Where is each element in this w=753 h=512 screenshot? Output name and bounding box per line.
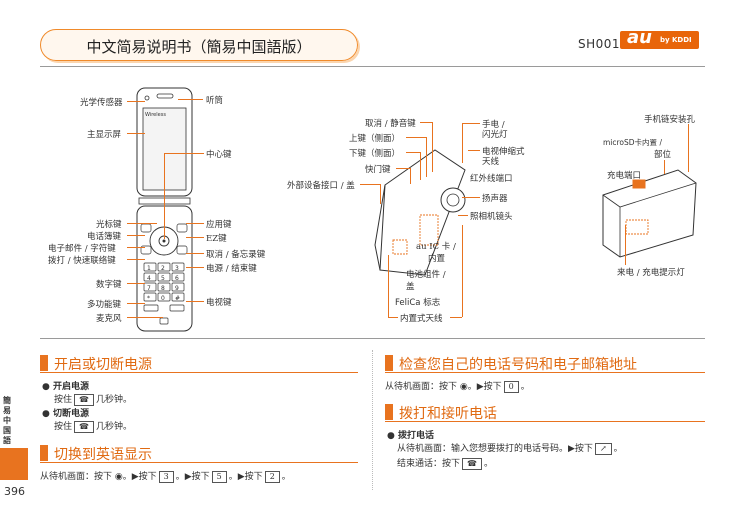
svg-text:5: 5 [161, 275, 165, 282]
section-title-english: 切换到英语显示 [54, 447, 152, 463]
label-shortcut-key: 快门键 [365, 165, 391, 175]
svg-text:3: 3 [175, 265, 179, 272]
column-divider [372, 350, 373, 490]
label-center-key: 中心键 [206, 150, 232, 160]
power-on-text: 按住☎几秒钟。 [54, 394, 132, 406]
label-tv-antenna-2: 天线 [482, 157, 500, 167]
label-ez-key: EZ键 [206, 234, 227, 244]
label-flashlight: 手电 / [482, 120, 505, 130]
label-charge-port: 充电端口 [607, 171, 642, 181]
page-number: 396 [4, 485, 25, 498]
svg-text:0: 0 [161, 295, 165, 302]
model-name: SH001 [578, 37, 621, 51]
label-up-key-side: 上键（侧面） [349, 134, 401, 144]
section-title-power: 开启或切断电源 [54, 357, 152, 373]
section-title-check: 检查您自己的电话号码和电子邮箱地址 [399, 357, 637, 373]
phone-back-illustration [602, 169, 697, 258]
svg-text:2: 2 [161, 265, 165, 272]
label-au-ic-card-2: 内置 [428, 254, 446, 264]
label-battery: 电池组件 / [406, 270, 446, 280]
label-power-end-key: 电源 / 结束键 [206, 264, 257, 274]
label-light-sensor: 光学传感器 [80, 98, 123, 108]
label-tv-antenna: 电视伸缩式 [482, 147, 525, 157]
svg-text:*: * [147, 295, 150, 302]
label-au-ic-card: au IC 卡 / [416, 242, 456, 252]
label-strap-hole: 手机链安装孔 [644, 115, 696, 125]
label-number-keys: 数字键 [96, 280, 122, 290]
label-email-key: 电子邮件 / 字符键 [48, 244, 116, 254]
side-tab-label: 簡易中国語 [3, 396, 11, 445]
power-off-text: 按住☎几秒钟。 [54, 421, 132, 433]
label-felica: FeliCa 标志 [395, 298, 441, 308]
svg-text:6: 6 [175, 275, 179, 282]
label-incoming-led: 来电 / 充电提示灯 [617, 268, 685, 278]
label-phonebook-key: 电话簿键 [87, 232, 122, 242]
label-down-key-side: 下键（侧面） [349, 149, 401, 159]
svg-text:9: 9 [175, 285, 179, 292]
svg-text:7: 7 [147, 285, 151, 292]
label-infrared: 红外线端口 [470, 174, 513, 184]
au-logo: au by KDDI [620, 27, 699, 49]
power-on-title: ● 开启电源 [42, 382, 90, 392]
label-main-display: 主显示屏 [87, 130, 122, 140]
svg-text:8: 8 [161, 285, 165, 292]
middle-divider [40, 338, 705, 339]
call-line2: 结束通话：按下☎。 [397, 458, 493, 470]
page-title: 中文简易说明书（簡易中国語版） [86, 38, 312, 56]
label-earpiece: 听筒 [206, 96, 224, 106]
label-multi-key: 多功能键 [87, 300, 122, 310]
power-off-title: ● 切断电源 [42, 409, 90, 419]
label-flashlight-2: 闪光灯 [482, 130, 508, 140]
label-cursor-key: 光标键 [96, 220, 122, 230]
label-microphone: 麦克风 [96, 314, 122, 324]
label-tv-key: 电视键 [206, 298, 232, 308]
label-microsd-2: 部位 [654, 150, 672, 160]
call-line1: 从待机画面：输入您想要拨打的电话号码。▶按下↗。 [397, 443, 623, 455]
svg-text:1: 1 [147, 265, 151, 272]
phone-front-illustration: Wireless 1 2 3 4 5 6 7 8 9 * 0 # [136, 87, 193, 332]
title-box: 中文简易说明书（簡易中国語版） [40, 29, 358, 61]
svg-text:#: # [175, 295, 180, 302]
section-title-call: 拨打和接听电话 [399, 406, 497, 422]
label-app-key: 应用键 [206, 220, 232, 230]
svg-text:Wireless: Wireless [145, 112, 166, 118]
label-internal-antenna: 内置式天线 [400, 314, 443, 324]
label-speaker: 扬声器 [482, 194, 508, 204]
label-battery-2: 盖 [406, 282, 415, 292]
label-microsd: microSD卡内置 / [603, 138, 662, 147]
call-sub-title: ● 拨打电话 [387, 431, 435, 441]
side-tab-marker [0, 448, 28, 480]
label-external-port: 外部设备接口 / 盖 [287, 181, 355, 191]
header-divider [40, 66, 705, 67]
svg-text:4: 4 [147, 275, 151, 282]
label-cancel-memo-key: 取消 / 备忘录键 [206, 250, 266, 260]
label-camera-lens: 照相机镜头 [470, 212, 513, 222]
label-call-key: 拨打 / 快速联络键 [48, 256, 116, 266]
label-cancel-silent: 取消 / 静音键 [365, 119, 416, 129]
